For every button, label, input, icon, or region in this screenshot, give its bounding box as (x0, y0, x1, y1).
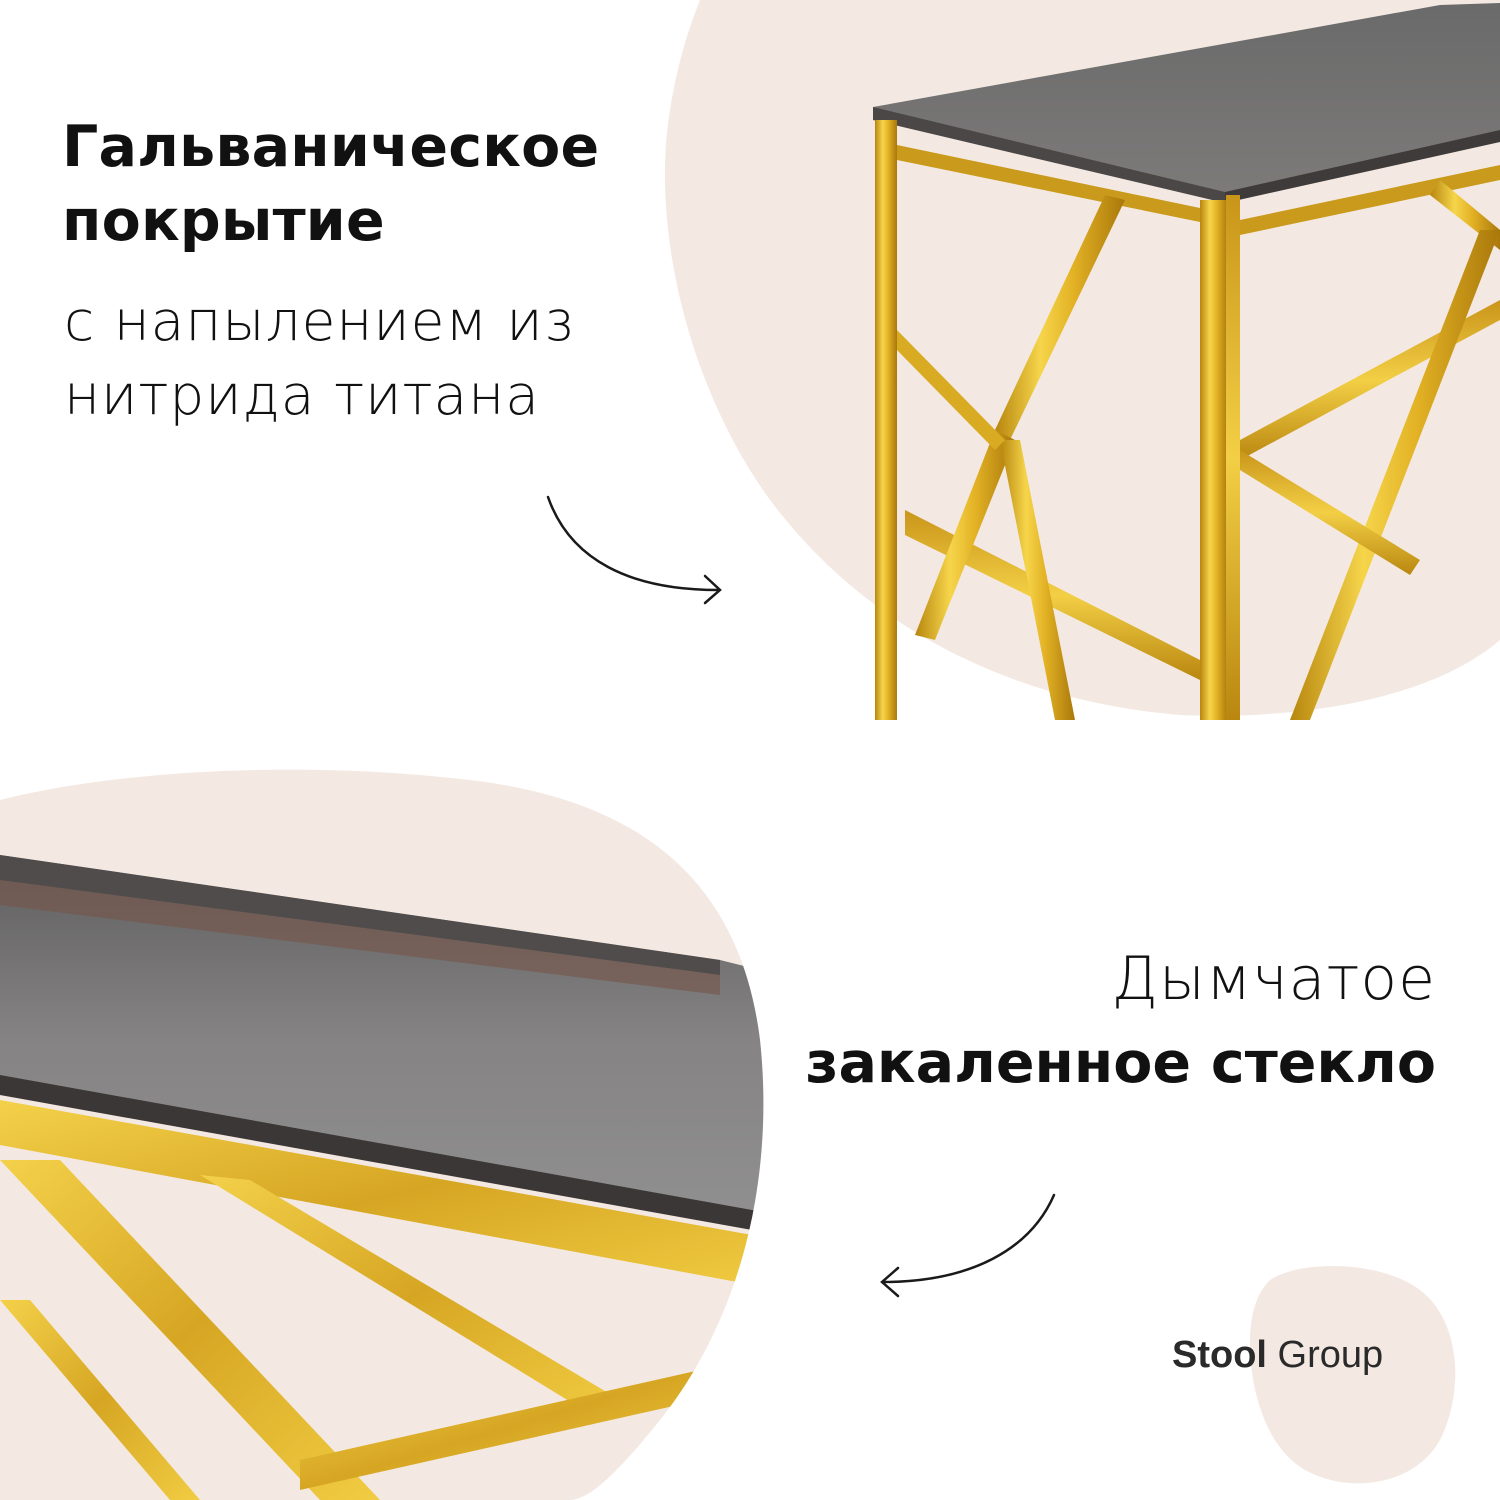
brand-logo-bold: Stool (1172, 1334, 1267, 1376)
glass-bottom-edge (0, 1075, 764, 1235)
top-feature-subtitle-line1: с напылением из (64, 289, 575, 353)
diag-6 (1240, 165, 1500, 235)
glass-top-strip (0, 855, 720, 975)
diag-4 (897, 330, 1005, 450)
top-feature-title: Гальваническое покрытие (62, 110, 599, 258)
arrow-top-head (703, 574, 722, 605)
rail-top (897, 145, 1200, 222)
logo-blob (1249, 1266, 1456, 1484)
diag-8 (1290, 230, 1500, 720)
brand-logo-regular: Group (1277, 1334, 1384, 1376)
frame-rail (0, 1100, 764, 1290)
bottom-feature-subtitle: Дымчатое (1111, 938, 1436, 1020)
leg-front-right (1200, 200, 1228, 720)
brand-logo: Stool Group (1172, 1334, 1383, 1377)
bottom-feature-subtitle-line1: Дымчатое (1111, 944, 1436, 1014)
frame-diag-2 (200, 1175, 620, 1420)
frame-diag-3 (0, 1300, 200, 1500)
leg-back (1226, 195, 1240, 720)
top-feature-subtitle-line2: нитрида титана (64, 363, 540, 427)
diag-5 (1240, 300, 1500, 460)
rail-bottom (905, 510, 1200, 680)
diag-2 (915, 430, 1015, 640)
frame-diag-1 (0, 1160, 380, 1500)
bottom-feature-title: закаленное стекло (805, 1024, 1436, 1102)
top-feature-subtitle: с напылением из нитрида титана (64, 284, 574, 432)
top-feature-title-line1: Гальваническое (62, 114, 600, 180)
top-feature-title-line2: покрытие (62, 188, 385, 254)
diag-9 (1240, 450, 1420, 575)
glass-edge (873, 107, 1225, 203)
arrow-top (546, 495, 720, 592)
glass-edge-right (1225, 130, 1500, 203)
leg-front-left (875, 120, 897, 720)
arrow-bottom (881, 1193, 1056, 1284)
diag-3 (1000, 440, 1075, 720)
diag-1 (995, 195, 1125, 440)
frame-bottom-rail (300, 1370, 700, 1490)
bottom-feature-title-line1: закаленное стекло (805, 1030, 1436, 1096)
arrow-bottom-head (880, 1266, 900, 1298)
glass-inner-reflection (0, 880, 720, 995)
